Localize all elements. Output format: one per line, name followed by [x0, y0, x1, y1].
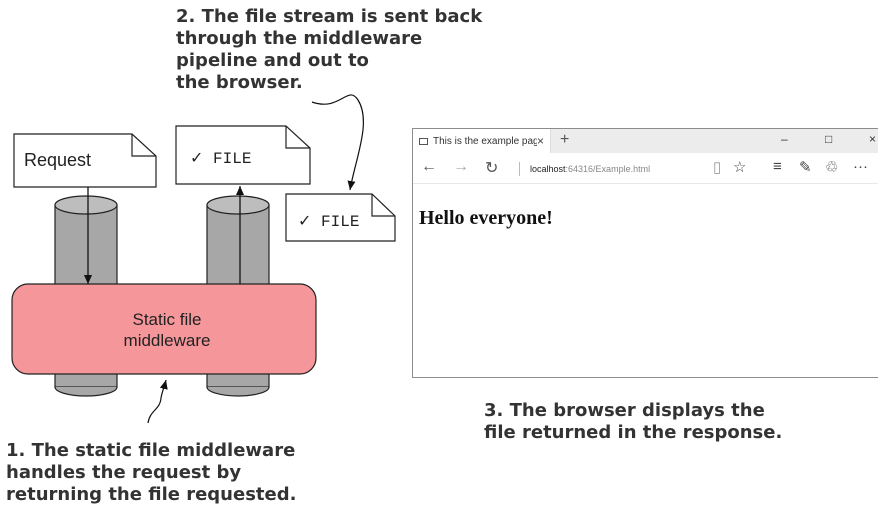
- middleware-label-line1: Static file: [132, 310, 202, 329]
- reading-view-icon[interactable]: ▯: [713, 159, 722, 176]
- middleware-label-line2: middleware: [123, 331, 211, 350]
- callout-step-3-line: file returned in the response.: [484, 422, 783, 443]
- browser-window: This is the example pag × + – □ × ← → ↻ …: [412, 128, 878, 378]
- request-document: [13, 133, 157, 188]
- new-tab-button[interactable]: +: [560, 131, 570, 148]
- tab-close-icon[interactable]: ×: [536, 134, 544, 148]
- file-label-side: ✓ FILE: [298, 213, 360, 231]
- callout-step-1-line: 1. The static file middleware: [6, 440, 296, 461]
- callout-step-2: 2. The file stream is sent back through …: [176, 6, 482, 94]
- callout-step-2-line: pipeline and out to: [176, 50, 369, 71]
- callout-2-arrow: [311, 94, 364, 191]
- callout-step-2-line: through the middleware: [176, 28, 423, 49]
- file-label-top: ✓ FILE: [190, 150, 252, 168]
- refresh-button[interactable]: ↻: [485, 160, 499, 177]
- tab-bar: This is the example pag × + – □ ×: [413, 129, 878, 153]
- request-label: Request: [24, 150, 92, 170]
- minimize-button[interactable]: –: [781, 132, 788, 146]
- address-bar[interactable]: localhost:64316/Example.html: [519, 162, 650, 176]
- share-icon[interactable]: ♲: [825, 159, 839, 176]
- page-heading: Hello everyone!: [419, 207, 553, 229]
- file-document-top: [175, 125, 311, 185]
- tab-title: This is the example pag: [433, 135, 537, 147]
- callout-step-1-line: returning the file requested.: [6, 484, 297, 505]
- web-note-icon[interactable]: ✎: [799, 159, 812, 176]
- maximize-button[interactable]: □: [825, 132, 833, 146]
- url-host: localhost: [530, 164, 566, 174]
- browser-tab[interactable]: This is the example pag ×: [413, 129, 551, 153]
- callout-step-3-line: 3. The browser displays the: [484, 400, 765, 421]
- hub-icon[interactable]: ≡: [773, 158, 782, 175]
- callout-step-2-line: 2. The file stream is sent back: [176, 6, 483, 27]
- callout-step-1: 1. The static file middleware handles th…: [6, 440, 296, 506]
- middleware-label: Static file middleware: [112, 309, 222, 351]
- middleware-box: [11, 283, 317, 375]
- callout-1-arrow: [147, 379, 168, 424]
- favorite-star-icon[interactable]: ☆: [733, 159, 747, 176]
- forward-button[interactable]: →: [453, 158, 469, 175]
- page-icon: [419, 137, 428, 145]
- file-document-side: [285, 193, 396, 242]
- callout-step-3: 3. The browser displays the file returne…: [484, 400, 782, 444]
- back-button[interactable]: ←: [421, 158, 437, 175]
- url-path: :64316/Example.html: [565, 164, 651, 174]
- close-window-button[interactable]: ×: [869, 132, 877, 146]
- callout-step-1-line: handles the request by: [6, 462, 242, 483]
- more-icon[interactable]: ···: [853, 158, 868, 175]
- callout-step-2-line: the browser.: [176, 72, 303, 93]
- navigation-bar: ← → ↻ localhost:64316/Example.html ▯ ☆ ≡…: [413, 153, 878, 184]
